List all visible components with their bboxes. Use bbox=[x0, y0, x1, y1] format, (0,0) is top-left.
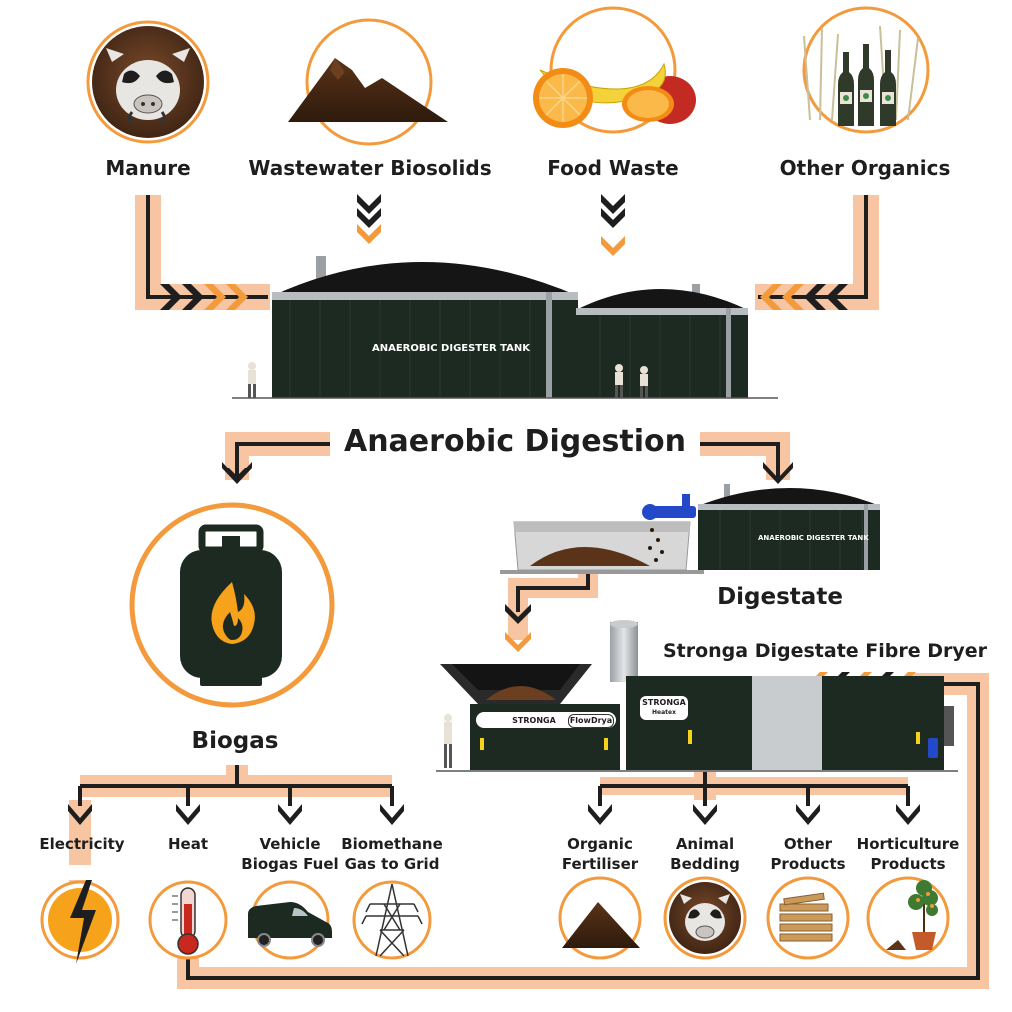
screw-press-icon bbox=[642, 494, 696, 520]
output-arrowheads bbox=[68, 804, 920, 825]
process-title: Anaerobic Digestion bbox=[343, 424, 686, 459]
food-waste-chevrons bbox=[601, 194, 625, 256]
fruit-icon bbox=[533, 6, 696, 134]
dryer-person bbox=[444, 714, 452, 768]
output-heat-label: Heat bbox=[167, 835, 209, 853]
digestate-flow-band bbox=[700, 432, 790, 480]
digester-tank-label: ANAEROBIC DIGESTER TANK bbox=[372, 343, 531, 354]
main-digester bbox=[232, 256, 778, 399]
gas-cylinder-icon bbox=[129, 502, 335, 708]
fertiliser-icon bbox=[558, 876, 642, 960]
digestate-label: Digestate bbox=[717, 584, 843, 610]
biosolids-chevrons bbox=[357, 194, 381, 244]
manure-flow-band bbox=[135, 195, 270, 310]
thermometer-icon bbox=[148, 880, 228, 960]
pig-icon bbox=[86, 20, 210, 144]
biogas-flow-line bbox=[235, 442, 330, 478]
dryer-feed-arrowhead bbox=[505, 604, 531, 624]
van-icon bbox=[248, 880, 332, 960]
products-line bbox=[598, 772, 910, 806]
right-chevrons bbox=[760, 284, 848, 310]
lightning-icon bbox=[40, 880, 120, 964]
potted-tree-icon bbox=[866, 876, 950, 960]
dryer-model-label: FlowDrya bbox=[568, 714, 614, 728]
digestate-bin bbox=[500, 494, 704, 574]
food-waste-label: Food Waste bbox=[547, 156, 679, 180]
dryer-brand-label: STRONGA bbox=[504, 715, 564, 726]
output-electricity-label: Electricity bbox=[39, 835, 125, 853]
bottles-wheat-icon bbox=[802, 6, 930, 134]
organics-flow-band bbox=[755, 195, 879, 310]
people-figures bbox=[248, 362, 648, 398]
heatex-brand: STRONGA bbox=[642, 698, 686, 707]
biosolids-label: Wastewater Biosolids bbox=[248, 156, 492, 180]
dryer-feed-line bbox=[516, 572, 590, 612]
organics-flow-line bbox=[758, 195, 868, 299]
biogas-outputs-line bbox=[78, 765, 394, 806]
dryer-feed-band bbox=[508, 572, 598, 640]
manure-flow-line bbox=[146, 195, 268, 299]
biogas-flow-band bbox=[225, 432, 330, 480]
dryer-title: Stronga Digestate Fibre Dryer bbox=[662, 640, 988, 662]
digestate-arrowhead bbox=[763, 462, 793, 484]
manure-label: Manure bbox=[105, 156, 191, 180]
heatex-badge: STRONGA Heatex bbox=[640, 696, 688, 720]
digestate-flow-line bbox=[700, 442, 780, 478]
bedding-pig-icon bbox=[663, 876, 747, 960]
pylon-icon bbox=[352, 880, 432, 960]
small-digester bbox=[698, 484, 880, 570]
left-chevrons bbox=[160, 284, 248, 310]
wood-planks-icon bbox=[766, 876, 850, 960]
small-digester-label: ANAEROBIC DIGESTER TANK bbox=[758, 534, 869, 542]
heatex-model: Heatex bbox=[652, 709, 676, 716]
other-organics-label: Other Organics bbox=[779, 156, 951, 180]
soil-pile-icon bbox=[288, 18, 448, 146]
biogas-label: Biogas bbox=[191, 728, 279, 754]
